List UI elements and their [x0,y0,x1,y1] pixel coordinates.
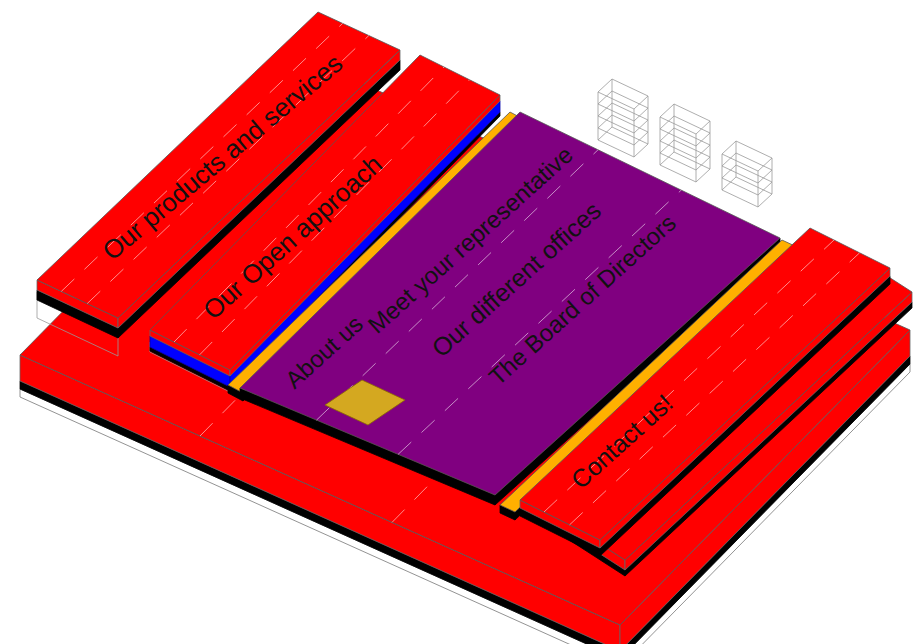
wireframe-post [612,79,613,127]
wireframe-floor [598,79,648,109]
wireframe-floor [722,141,772,171]
wireframe-post [674,104,675,152]
wireframe-post [736,141,737,177]
yellow-patch [325,380,405,425]
slab-top [520,228,890,540]
wireframe-post [660,117,661,165]
wireframe-post [598,92,599,140]
wireframe-post [772,158,773,194]
wireframe-post [696,134,697,182]
wireframe-post [710,121,711,169]
wireframe-post [634,109,635,157]
wireframe-floor [660,104,710,134]
wireframe-post [648,96,649,144]
surface-dash [570,253,860,525]
wireframe-post [722,154,723,190]
wireframe-post [758,171,759,207]
slab-top [20,60,910,625]
